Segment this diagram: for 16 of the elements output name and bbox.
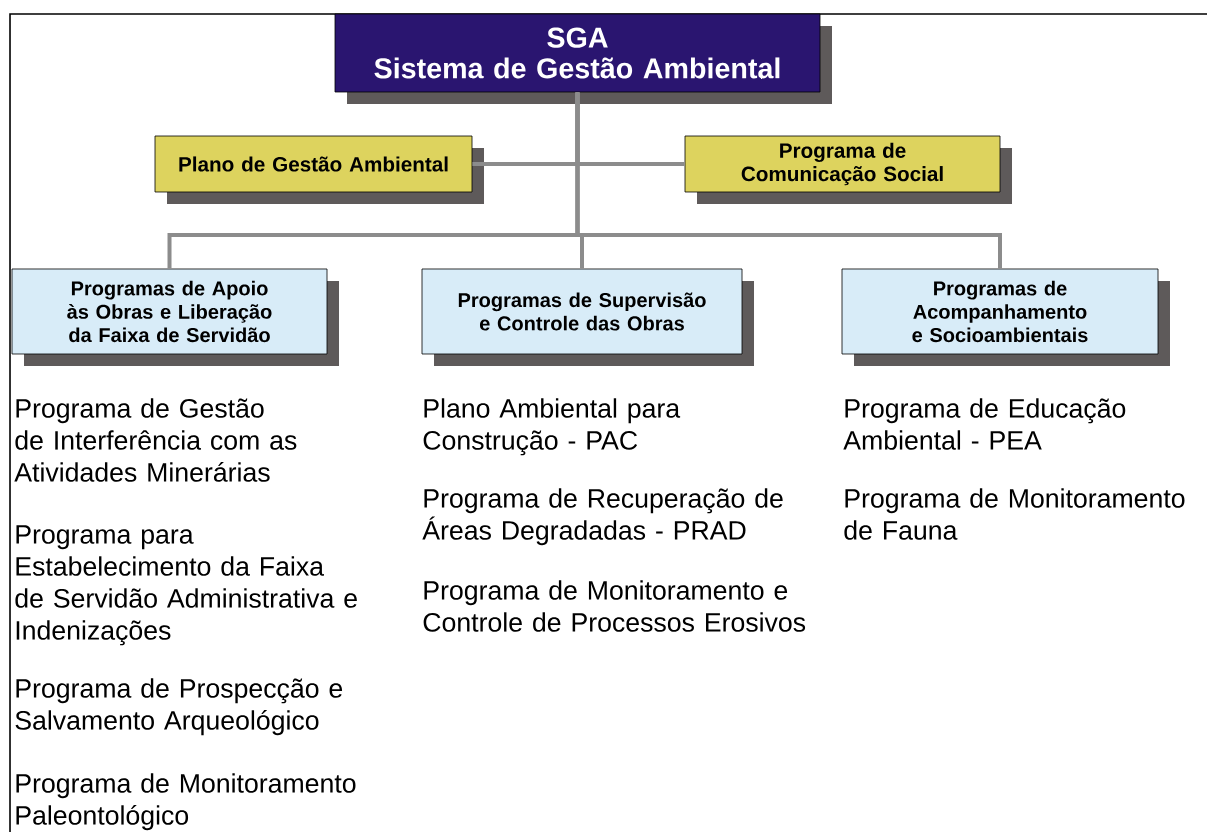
program-text: Programa de Prospecção e Salvamento Arqueológico — [15, 678, 343, 736]
org-box: Programas de Apoio às Obras e Liberação da Faixa de Servidão — [11, 268, 339, 366]
program-text: Programa para Estabelecimento da Faixa de Servidão Administrativa e Indenizações — [15, 525, 357, 646]
org-box: Programas de Acompanhamento e Socioambientais — [841, 268, 1170, 366]
program-text: Programa de Educação Ambiental - PEA — [843, 398, 1126, 450]
program-text: Programa de Monitoramento de Fauna — [844, 488, 1185, 540]
org-box: SGA Sistema de Gestão Ambiental — [334, 13, 832, 104]
org-box: Programa de Comunicação Social — [684, 135, 1012, 204]
org-box: Plano de Gestão Ambiental — [154, 135, 484, 204]
program-text: Programa de Gestão de Interferência com as Atividades Minerárias — [14, 398, 297, 482]
org-box: Programas de Supervisão e Controle das Obras — [421, 268, 754, 366]
program-text: Plano Ambiental para Construção - PAC — [423, 398, 681, 456]
program-text: Programa de Monitoramento Paleontológico — [16, 773, 356, 831]
program-text: Programa de Monitoramento e Controle de Processos Erosivos — [423, 580, 806, 632]
program-text: Programa de Recuperação de Áreas Degradadas - PRAD — [422, 488, 783, 546]
connector-line — [575, 92, 1002, 269]
